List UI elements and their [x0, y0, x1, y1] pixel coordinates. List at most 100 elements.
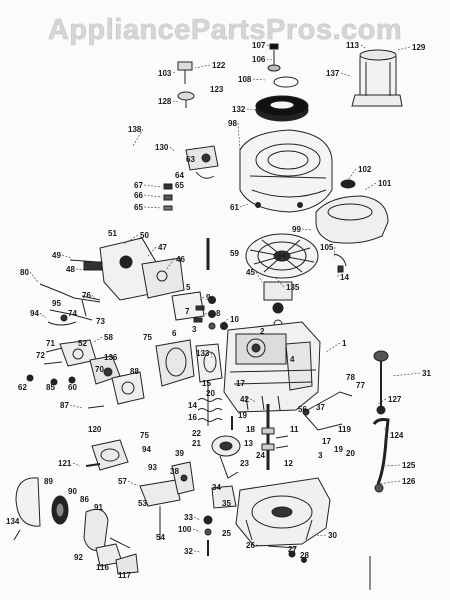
leader-line-p65b — [143, 206, 163, 209]
part-label-p9: 9 — [206, 293, 211, 302]
leader-line-p103 — [172, 71, 177, 74]
engine-block-part — [223, 321, 321, 413]
part-label-p66: 66 — [134, 191, 143, 200]
part-label-p12: 12 — [284, 459, 293, 468]
leader-line-p26 — [255, 544, 267, 547]
part-label-p33: 33 — [184, 513, 193, 522]
leader-line-p129 — [397, 46, 411, 51]
linkage-part — [39, 283, 101, 326]
part-label-p28: 28 — [300, 551, 309, 560]
part-label-p135: 135 — [286, 283, 300, 292]
leader-line-p106 — [266, 58, 273, 61]
governor-parts — [43, 339, 121, 385]
leader-line-p107 — [266, 44, 271, 47]
top-small-parts — [177, 43, 299, 108]
recoil-starter-part — [13, 477, 109, 552]
part-label-p3b: 3 — [318, 451, 323, 460]
part-label-p10: 10 — [230, 315, 239, 324]
leader-line-p133 — [210, 352, 213, 359]
part-label-p6: 6 — [172, 329, 177, 338]
leader-line-p113 — [360, 44, 366, 49]
part-label-p19b: 19 — [334, 445, 343, 454]
part-label-p45: 45 — [246, 268, 255, 277]
part-label-p27: 27 — [288, 545, 297, 554]
part-label-p3: 3 — [192, 325, 197, 334]
flywheel-fan-part — [206, 233, 319, 279]
part-label-p136: 136 — [104, 353, 118, 362]
part-label-p101: 101 — [378, 179, 392, 188]
part-label-p11: 11 — [290, 425, 299, 434]
part-label-p35: 35 — [222, 499, 231, 508]
part-label-p133: 133 — [196, 349, 210, 358]
ignition-coil-part — [263, 281, 293, 329]
blower-housing-part — [239, 129, 333, 213]
part-label-p24: 24 — [256, 451, 265, 460]
leader-line-p132 — [246, 108, 257, 111]
part-label-p138: 138 — [128, 125, 142, 134]
part-label-p53: 53 — [138, 499, 147, 508]
part-label-p39: 39 — [175, 449, 184, 458]
leader-line-p33 — [193, 516, 201, 521]
part-label-p65b: 65 — [134, 203, 143, 212]
leader-line-p30 — [311, 534, 327, 537]
part-label-p90: 90 — [68, 487, 77, 496]
part-label-p70: 70 — [95, 365, 104, 374]
bolt-stack-part — [203, 485, 237, 556]
leader-line-p128 — [172, 100, 179, 103]
part-label-p72: 72 — [36, 351, 45, 360]
leader-line-p48 — [75, 268, 85, 271]
part-label-p132: 132 — [232, 105, 246, 114]
part-label-p31: 31 — [422, 369, 431, 378]
part-label-p47: 47 — [158, 243, 167, 252]
part-label-p75b: 75 — [140, 431, 149, 440]
leader-line-p80 — [29, 271, 39, 283]
part-label-p1: 1 — [342, 339, 347, 348]
leader-line-p108 — [252, 78, 266, 81]
part-label-p58: 58 — [104, 333, 113, 342]
carburetor-part — [69, 237, 185, 301]
leader-line-p124 — [383, 427, 389, 436]
part-label-p49: 49 — [52, 251, 61, 260]
flywheel-ring-part — [255, 95, 309, 122]
part-label-p126: 126 — [402, 477, 416, 486]
part-label-p98: 98 — [228, 119, 237, 128]
cam-gear-part — [211, 416, 241, 479]
part-label-p48: 48 — [66, 265, 75, 274]
part-label-p63: 63 — [186, 155, 195, 164]
part-label-p77: 77 — [356, 381, 365, 390]
part-label-p25: 25 — [222, 529, 231, 538]
part-label-p123: 123 — [210, 85, 224, 94]
part-label-p17: 17 — [236, 379, 245, 388]
leader-line-p10 — [219, 318, 229, 327]
lower-left-parts — [26, 371, 145, 409]
governor-lever-part — [302, 391, 353, 431]
valve-spring-part — [197, 380, 223, 426]
leader-line-p8 — [203, 312, 215, 315]
part-label-p116: 116 — [96, 563, 109, 572]
part-label-p67: 67 — [134, 181, 143, 190]
part-label-p92: 92 — [74, 553, 83, 562]
leader-line-p61 — [239, 203, 249, 208]
leader-line-p98 — [237, 122, 241, 151]
control-linkage-part — [139, 461, 195, 540]
part-label-p128: 128 — [158, 97, 172, 106]
part-label-p20: 20 — [206, 389, 215, 398]
leader-line-p32 — [193, 550, 201, 553]
leader-line-p50 — [123, 234, 139, 245]
part-label-p16: 16 — [188, 413, 197, 422]
part-label-p57: 57 — [118, 477, 127, 486]
leader-line-p101 — [364, 182, 377, 191]
part-label-p51: 51 — [108, 229, 117, 238]
leader-line-p57 — [127, 480, 139, 487]
part-label-p129: 129 — [412, 43, 426, 52]
part-label-p95: 95 — [52, 299, 61, 308]
leader-line-p1 — [325, 342, 341, 353]
part-label-p76: 76 — [82, 291, 91, 300]
part-label-p124: 124 — [390, 431, 404, 440]
part-label-p86: 86 — [80, 495, 89, 504]
leader-line-p46 — [165, 258, 175, 271]
leader-line-p137 — [340, 72, 351, 77]
cylinder-head-part — [155, 339, 223, 387]
part-label-p87: 87 — [60, 401, 69, 410]
